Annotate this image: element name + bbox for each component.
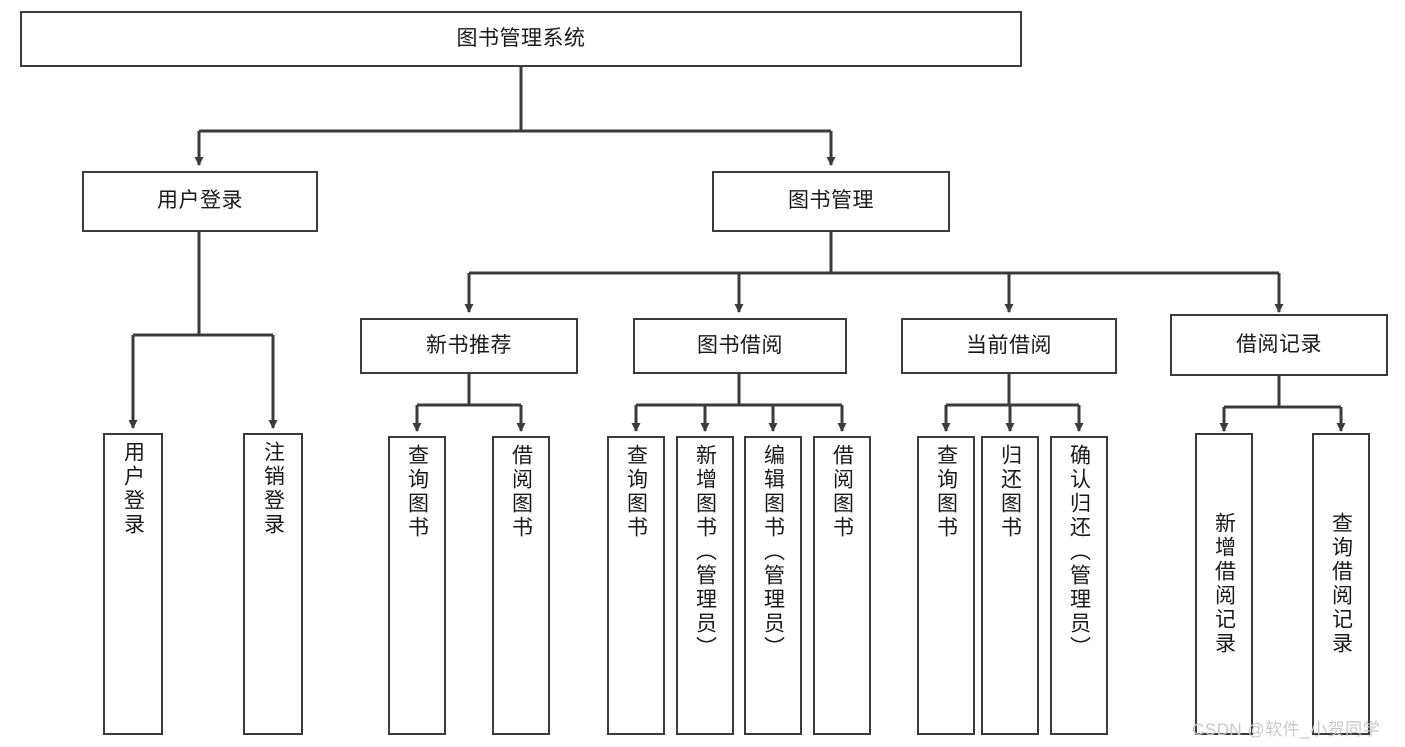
node-label: 当前借阅 bbox=[966, 333, 1052, 357]
node-label: 注销登录 bbox=[261, 441, 285, 537]
leaf-current-borrow-return-book[interactable]: 归还图书 bbox=[981, 436, 1039, 735]
node-label: 借阅图书 bbox=[830, 444, 854, 540]
node-label: 新增借阅记录 bbox=[1212, 512, 1236, 656]
node-label: 借阅记录 bbox=[1236, 332, 1322, 356]
leaf-borrow-record-add-record[interactable]: 新增借阅记录 bbox=[1195, 433, 1253, 735]
node-label: 新书推荐 bbox=[426, 333, 512, 357]
node-label: 新增图书（管理员） bbox=[693, 444, 717, 660]
leaf-user-login-logout[interactable]: 注销登录 bbox=[243, 433, 303, 735]
node-root-book-management-system[interactable]: 图书管理系统 bbox=[20, 11, 1022, 67]
node-label: 编辑图书（管理员） bbox=[761, 444, 785, 660]
leaf-new-book-query-book[interactable]: 查询图书 bbox=[388, 436, 446, 735]
node-label: 查询图书 bbox=[934, 444, 958, 540]
node-current-borrow[interactable]: 当前借阅 bbox=[901, 318, 1117, 374]
node-label: 查询借阅记录 bbox=[1329, 512, 1353, 656]
node-label: 图书借阅 bbox=[697, 333, 783, 357]
node-borrow-record[interactable]: 借阅记录 bbox=[1170, 314, 1388, 376]
node-label: 确认归还（管理员） bbox=[1067, 444, 1091, 660]
leaf-borrow-record-query-record[interactable]: 查询借阅记录 bbox=[1312, 433, 1370, 735]
node-label: 图书管理系统 bbox=[456, 26, 586, 50]
node-label: 借阅图书 bbox=[509, 444, 533, 540]
leaf-book-borrow-add-book-admin[interactable]: 新增图书（管理员） bbox=[676, 436, 734, 735]
node-label: 查询图书 bbox=[624, 444, 648, 540]
node-book-management[interactable]: 图书管理 bbox=[712, 171, 950, 232]
leaf-book-borrow-edit-book-admin[interactable]: 编辑图书（管理员） bbox=[744, 436, 802, 735]
node-label: 归还图书 bbox=[998, 444, 1022, 540]
leaf-user-login-login[interactable]: 用户登录 bbox=[103, 433, 163, 735]
node-label: 用户登录 bbox=[121, 441, 145, 537]
leaf-current-borrow-confirm-return-admin[interactable]: 确认归还（管理员） bbox=[1050, 436, 1108, 735]
node-user-login[interactable]: 用户登录 bbox=[82, 171, 318, 232]
leaf-current-borrow-query-book[interactable]: 查询图书 bbox=[917, 436, 975, 735]
leaf-book-borrow-query-book[interactable]: 查询图书 bbox=[607, 436, 665, 735]
node-new-book-recommend[interactable]: 新书推荐 bbox=[360, 318, 578, 374]
leaf-new-book-borrow-book[interactable]: 借阅图书 bbox=[492, 436, 550, 735]
node-label: 图书管理 bbox=[788, 189, 874, 213]
csdn-watermark: CSDN @软件_小贺同学 bbox=[1192, 720, 1381, 739]
leaf-book-borrow-borrow-book[interactable]: 借阅图书 bbox=[813, 436, 871, 735]
node-label: 查询图书 bbox=[405, 444, 429, 540]
node-book-borrow[interactable]: 图书借阅 bbox=[633, 318, 847, 374]
node-label: 用户登录 bbox=[157, 189, 243, 213]
